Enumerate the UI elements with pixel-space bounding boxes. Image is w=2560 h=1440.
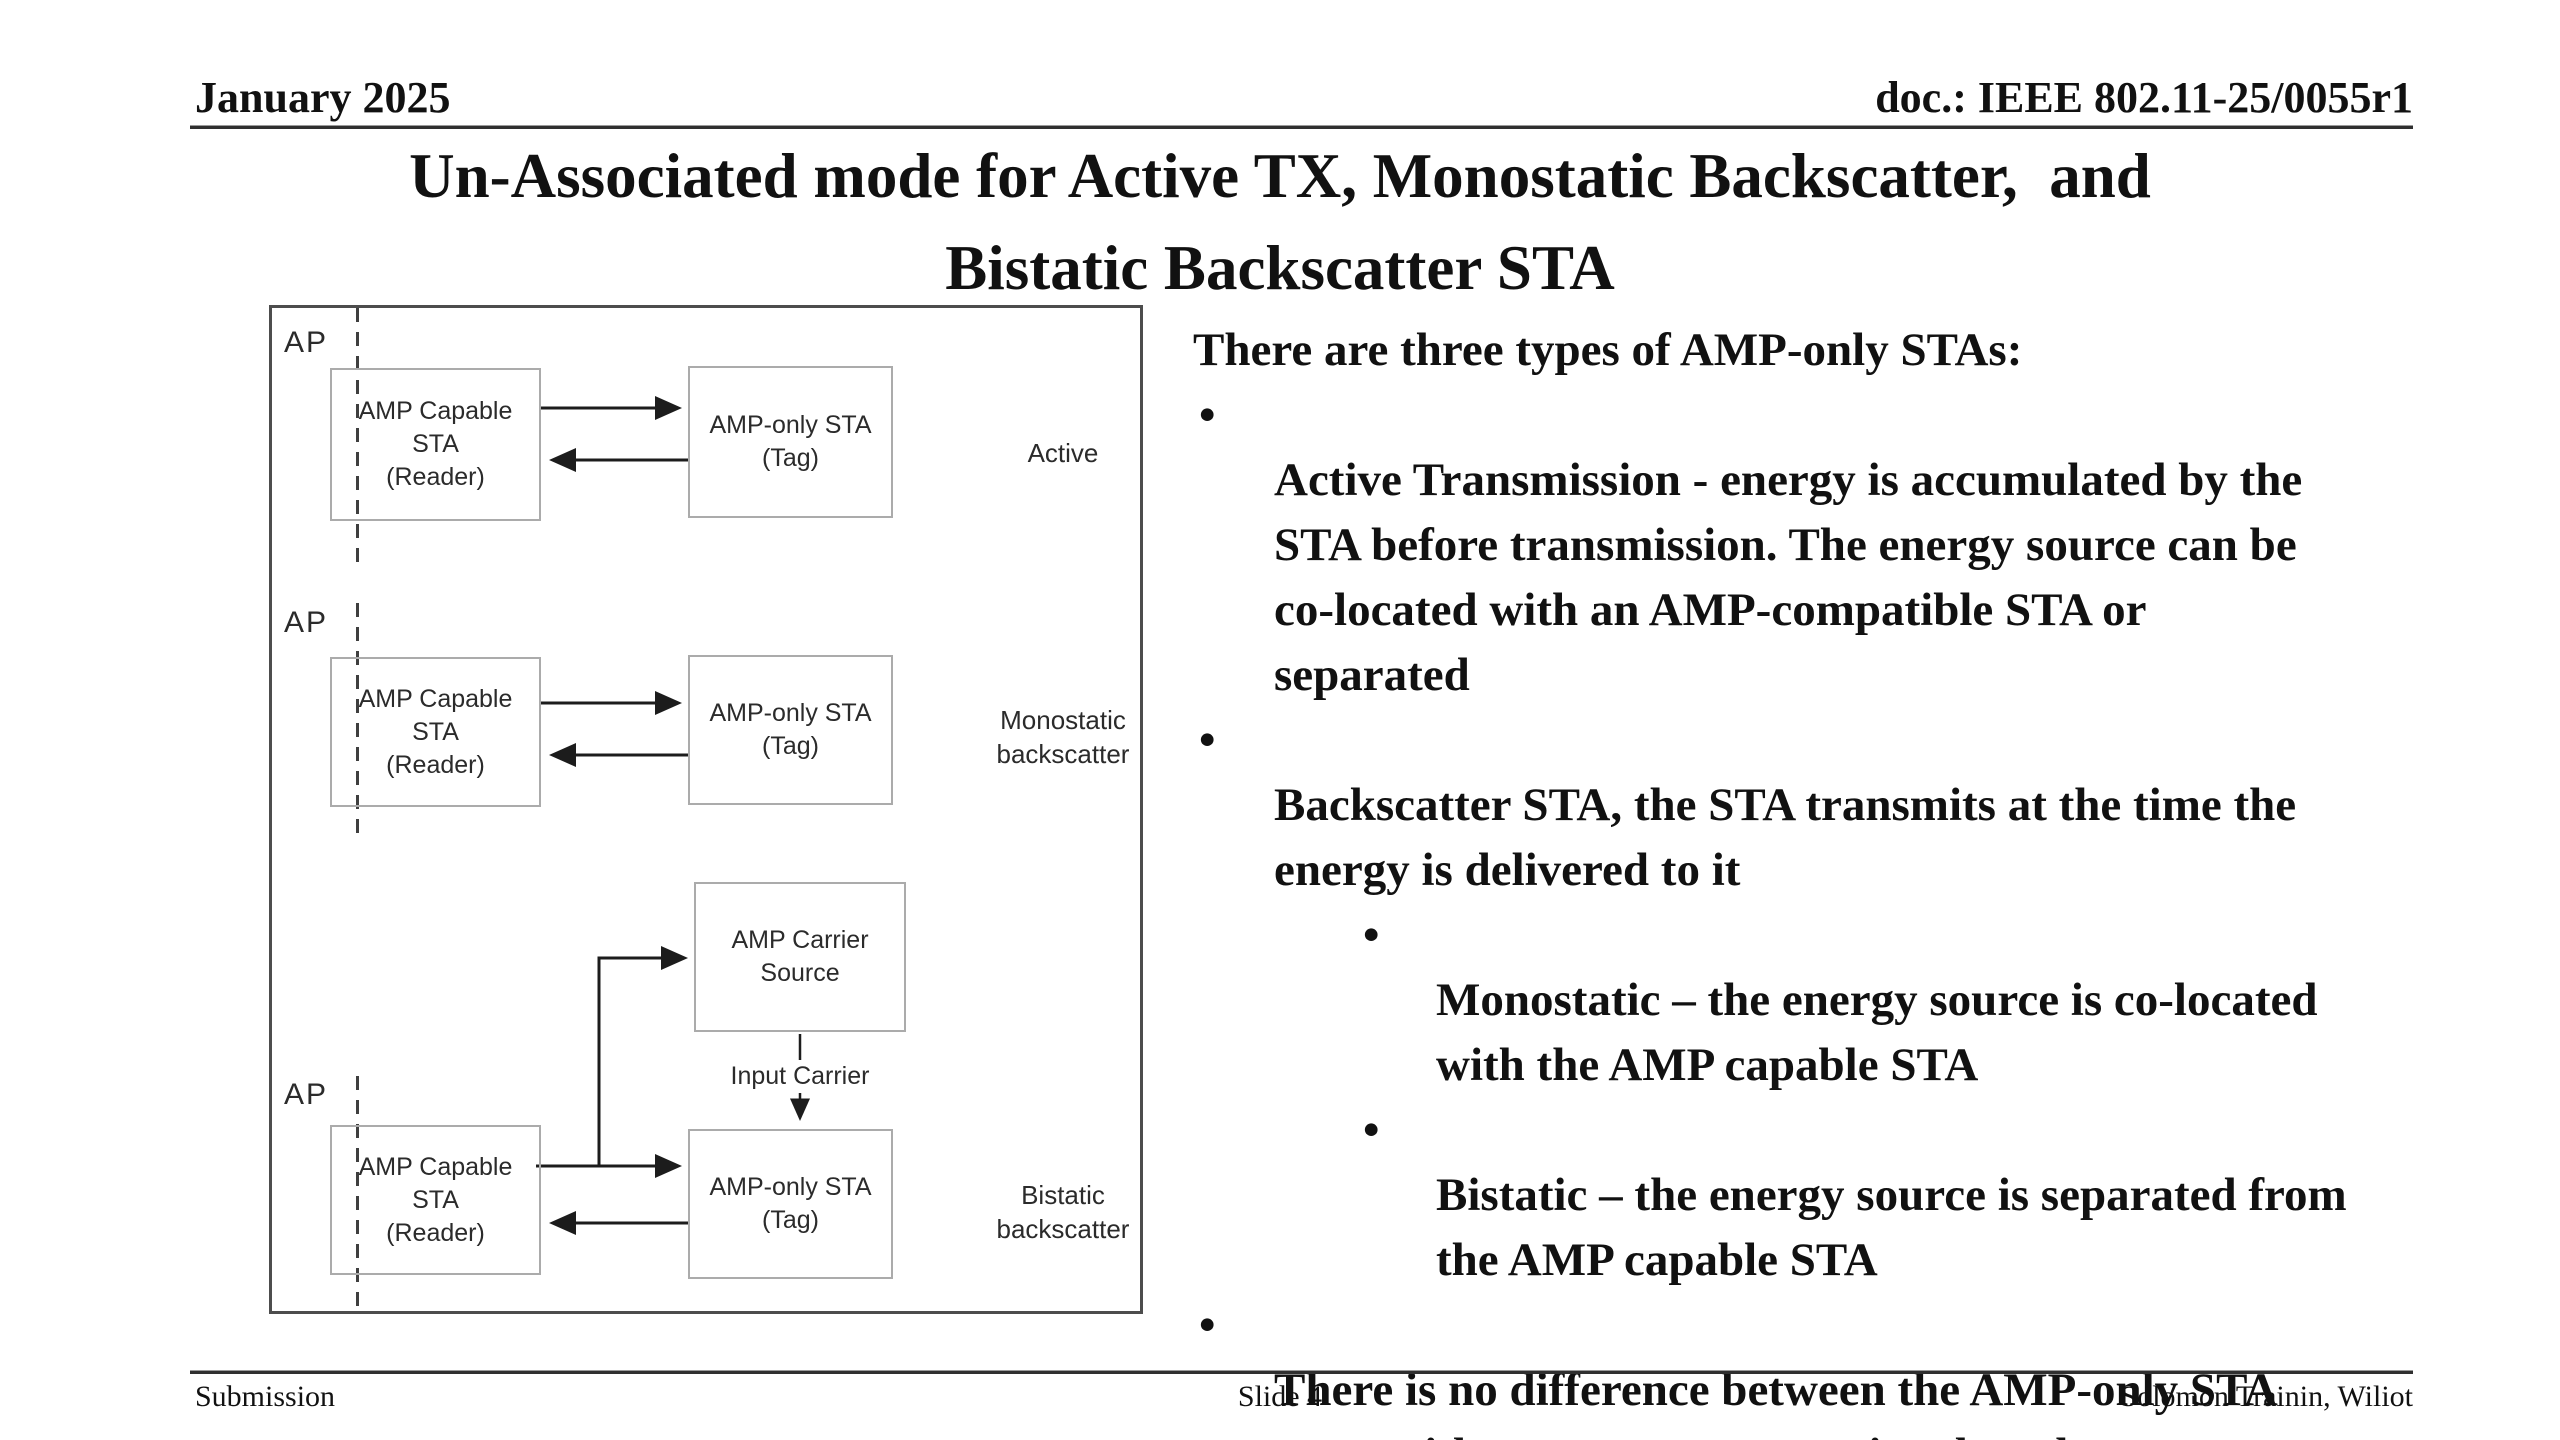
bullet-marker: • [1199,389,1216,441]
bullet-marker: • [1199,714,1216,766]
carrier-source-box: AMP Carrier Source [694,882,906,1032]
reader-box-bistatic: AMP Capable STA (Reader) [330,1125,541,1275]
tag-box-bistatic: AMP-only STA (Tag) [688,1129,893,1279]
bullet-text: Backscatter STA, the STA transmits at th… [1274,779,2297,896]
row-label-monostatic: Monostatic backscatter [996,705,1130,769]
header-doc-number: doc.: IEEE 802.11-25/0055r1 [1875,73,2413,122]
bullet-backscatter-sta: • Backscatter STA, the STA transmits at t… [1193,708,2523,903]
row-label-bistatic: Bistatic backscatter [996,1180,1130,1244]
tag-box-active: AMP-only STA (Tag) [688,366,893,518]
bullet-marker: • [1363,1104,1380,1156]
reader-box-active: AMP Capable STA (Reader) [330,368,541,521]
footer-divider [190,1370,2413,1374]
header-divider [190,125,2413,129]
body-text: There are three types of AMP-only STAs: … [1193,318,2523,1440]
bullet-marker: • [1363,909,1380,961]
bullet-active-transmission: • Active Transmission - energy is accumul… [1193,383,2523,708]
footer-submission: Submission [195,1380,336,1413]
reader-box-monostatic: AMP Capable STA (Reader) [330,657,541,807]
bullet-no-difference: •There is no difference between the AMP-… [1193,1293,2523,1440]
bullet-bistatic: • Bistatic – the energy source is separat… [1193,1098,2523,1293]
bullet-text: Active Transmission - energy is accumula… [1274,454,2303,701]
tag-box-monostatic: AMP-only STA (Tag) [688,655,893,805]
footer-slide-number: Slide 4 [1237,1380,1323,1413]
input-carrier-label: Input Carrier [696,1060,904,1093]
ap-dashed-line-active [356,308,359,568]
bullet-text: Monostatic – the energy source is co-loc… [1436,974,2318,1091]
ap-label-active: AP [284,326,329,359]
header-date: January 2025 [195,73,451,122]
bullet-monostatic: • Monostatic – the energy source is co-lo… [1193,903,2523,1098]
bullet-text: Bistatic – the energy source is separate… [1436,1169,2347,1286]
diagram-arrows [536,396,810,1235]
ap-dashed-line-bistatic [356,1076,359,1314]
bullet-marker: • [1199,1299,1216,1351]
row-label-active: Active [1027,438,1099,468]
backscatter-modes-diagram: AP AP AP AMP Capable STA (Reader) AMP-on… [269,305,1143,1314]
ap-label-monostatic: AP [284,606,329,639]
slide-title: Un-Associated mode for Active TX, Monost… [409,141,2151,303]
ap-dashed-line-monostatic [356,603,359,843]
body-intro-line: There are three types of AMP-only STAs: [1193,324,2023,376]
footer-author: Solomon Trainin, Wiliot [2120,1380,2413,1413]
ap-label-bistatic: AP [284,1078,329,1111]
